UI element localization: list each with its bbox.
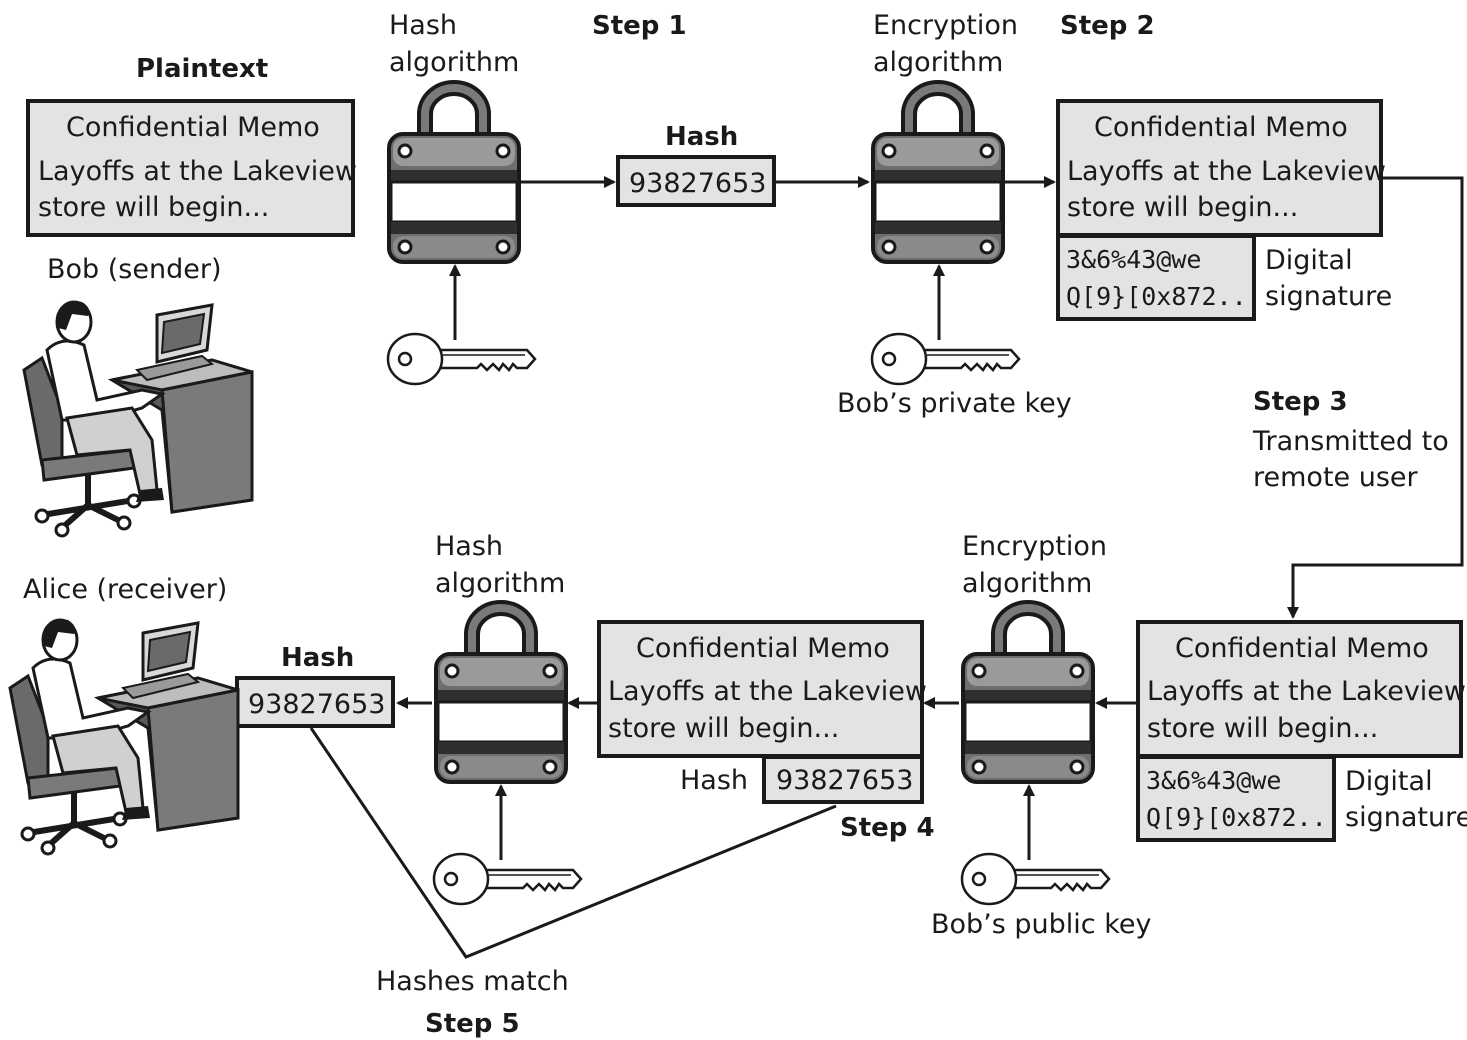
encryption-algorithm-label-bottom-2: algorithm xyxy=(962,568,1092,599)
alice-workstation-icon xyxy=(10,619,238,854)
hash-label-small: Hash xyxy=(680,765,748,796)
hash-value-computed: 93827653 xyxy=(248,689,385,720)
memo-title: Confidential Memo xyxy=(1094,112,1348,143)
memo-line1: Layoffs at the Lakeview xyxy=(1067,156,1386,187)
hash-algorithm-label-top-1: Hash xyxy=(389,10,457,41)
step4-label: Step 4 xyxy=(840,813,935,843)
memo-line2: store will begin... xyxy=(1067,192,1298,223)
signature-label-top: signature xyxy=(1265,281,1392,312)
digital-label-top: Digital xyxy=(1265,245,1353,276)
signature-line2: Q[9}[0x872... xyxy=(1066,282,1262,311)
received-memo: Confidential Memo Layoffs at the Lakevie… xyxy=(1136,620,1466,758)
plaintext-label: Plaintext xyxy=(136,54,268,84)
signature-box-bottom: 3&6%43@we Q[9}[0x872... xyxy=(1136,755,1342,842)
hashes-match-connector xyxy=(309,727,837,959)
step3-desc-1: Transmitted to xyxy=(1252,426,1449,457)
memo-line1: Layoffs at the Lakeview xyxy=(1147,676,1466,707)
key-icon xyxy=(386,332,537,386)
lock-icon xyxy=(963,608,1093,782)
bob-workstation-icon xyxy=(24,301,252,536)
hash-algorithm-label-top-2: algorithm xyxy=(389,47,519,78)
alice-label: Alice (receiver) xyxy=(23,574,227,605)
signed-memo-top: Confidential Memo Layoffs at the Lakevie… xyxy=(1056,99,1386,237)
encryption-algorithm-label-top-2: algorithm xyxy=(873,47,1003,78)
memo-line2: store will begin... xyxy=(608,713,839,744)
step2-label: Step 2 xyxy=(1060,11,1155,41)
public-key-label: Bob’s public key xyxy=(931,909,1152,940)
decrypted-hash-box: 93827653 xyxy=(762,755,924,804)
memo-line2: store will begin... xyxy=(38,192,269,223)
encryption-algorithm-label-top-1: Encryption xyxy=(873,10,1018,41)
private-key-label: Bob’s private key xyxy=(837,388,1072,419)
hash-label-top: Hash xyxy=(665,122,738,152)
signature-box-top: 3&6%43@we Q[9}[0x872... xyxy=(1056,234,1262,321)
key-icon xyxy=(960,852,1111,906)
memo-line1: Layoffs at the Lakeview xyxy=(38,156,357,187)
hash-algorithm-label-bottom-2: algorithm xyxy=(435,568,565,599)
plaintext-memo: Confidential Memo Layoffs at the Lakevie… xyxy=(26,99,357,237)
key-icon xyxy=(432,852,583,906)
hash-value-decrypted: 93827653 xyxy=(776,765,913,796)
step3-desc-2: remote user xyxy=(1253,462,1419,493)
signature-line2: Q[9}[0x872... xyxy=(1146,803,1342,832)
hash-box-top: 93827653 xyxy=(616,155,776,207)
hash-label-bottom: Hash xyxy=(281,643,354,673)
hashes-match-label: Hashes match xyxy=(376,966,569,997)
signature-label-bottom: signature xyxy=(1345,802,1467,833)
memo-title: Confidential Memo xyxy=(66,112,320,143)
signature-line1: 3&6%43@we xyxy=(1146,766,1281,795)
lock-icon xyxy=(873,88,1003,262)
step5-label: Step 5 xyxy=(425,1009,520,1039)
lock-icon xyxy=(389,88,519,262)
memo-title: Confidential Memo xyxy=(1175,633,1429,664)
decrypted-memo: Confidential Memo Layoffs at the Lakevie… xyxy=(597,620,927,758)
memo-title: Confidential Memo xyxy=(636,633,890,664)
memo-line2: store will begin... xyxy=(1147,713,1378,744)
bob-label: Bob (sender) xyxy=(47,254,221,285)
signature-line1: 3&6%43@we xyxy=(1066,245,1201,274)
key-icon xyxy=(870,332,1021,386)
computed-hash-box: 93827653 xyxy=(235,676,395,728)
step1-label: Step 1 xyxy=(592,11,687,41)
lock-icon xyxy=(436,608,566,782)
hash-algorithm-label-bottom-1: Hash xyxy=(435,531,503,562)
digital-label-bottom: Digital xyxy=(1345,766,1433,797)
hash-value-top: 93827653 xyxy=(629,168,766,199)
encryption-algorithm-label-bottom-1: Encryption xyxy=(962,531,1107,562)
step3-label: Step 3 xyxy=(1253,387,1348,417)
memo-line1: Layoffs at the Lakeview xyxy=(608,676,927,707)
